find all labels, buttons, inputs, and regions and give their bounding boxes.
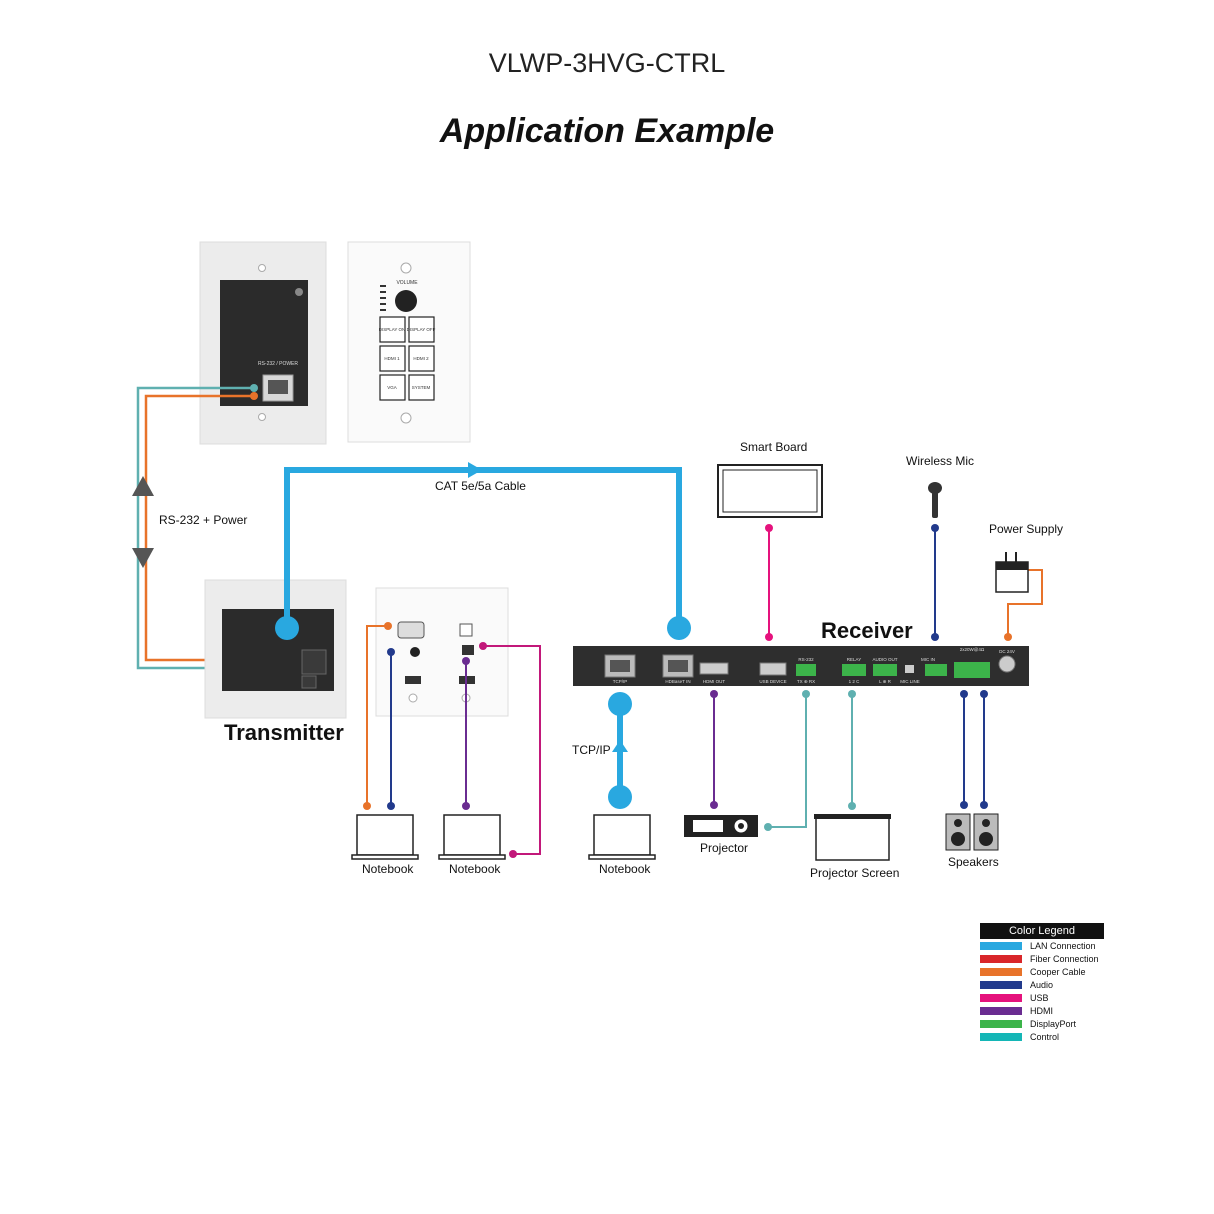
wireless-mic-label: Wireless Mic [906, 454, 974, 468]
control-plate-back [199, 241, 327, 445]
notebook-3-label: Notebook [599, 862, 651, 876]
transmitter-front [375, 587, 509, 717]
btn-display-off[interactable]: DISPLAY OFF [407, 327, 436, 332]
smart-board-icon [717, 464, 823, 518]
notebook-2-icon [438, 814, 506, 860]
transmitter-label: Transmitter [224, 720, 344, 745]
port-rs232: RS-232 [798, 657, 814, 662]
legend-item: Control [980, 1030, 1104, 1043]
wireless-mic-icon [928, 482, 942, 518]
port-usb-device: USB DEVICE [759, 679, 786, 684]
legend-swatch [980, 993, 1022, 1002]
port-speaker-out: 2x20W@4Ω [960, 647, 985, 652]
legend-swatch [980, 1019, 1022, 1028]
btn-vga[interactable]: VGA [387, 385, 397, 390]
power-supply-icon [995, 552, 1029, 593]
port-hdmi-out: HDMI OUT [703, 679, 725, 684]
legend-item: HDMI [980, 1004, 1104, 1017]
notebook-3-icon [588, 814, 656, 860]
speakers-icon [945, 813, 999, 851]
legend-label: Cooper Cable [1030, 966, 1086, 977]
legend-label: DisplayPort [1030, 1018, 1077, 1029]
legend-label: USB [1030, 992, 1049, 1003]
transmitter-back [204, 579, 347, 719]
projector-screen-label: Projector Screen [810, 866, 900, 880]
port-audio-out: AUDIO OUT [872, 657, 897, 662]
legend-swatch [980, 941, 1022, 950]
port-mic-line: MIC LINE [900, 679, 920, 684]
port-rs232-pins: TX ⊕ RX [797, 679, 815, 684]
legend-swatch [980, 954, 1022, 963]
arrow-down-icon [132, 548, 154, 568]
rs232-power-label: RS-232 + Power [159, 513, 248, 527]
legend-item: Audio [980, 978, 1104, 991]
legend-label: Control [1030, 1031, 1060, 1042]
legend-label: Fiber Connection [1030, 953, 1099, 964]
notebook-1-icon [351, 814, 419, 860]
control-plate-front [347, 241, 471, 443]
port-tcpip: TCP/IP [613, 679, 628, 684]
legend-item: Cooper Cable [980, 965, 1104, 978]
cat-cable [284, 467, 682, 628]
volume-label: VOLUME [396, 280, 418, 286]
btn-display-on[interactable]: DISPLAY ON [379, 327, 406, 332]
port-audio-pins: L ⊕ R [879, 679, 892, 684]
tcpip-arrow-icon [612, 740, 628, 752]
port-hdbaset: HDBaseT IN [665, 679, 690, 684]
projector-screen-icon [814, 814, 891, 861]
legend-swatch [980, 967, 1022, 976]
legend-item: DisplayPort [980, 1017, 1104, 1030]
legend-item: LAN Connection [980, 939, 1104, 952]
legend-item: Fiber Connection [980, 952, 1104, 965]
model-name: VLWP-3HVG-CTRL [488, 48, 726, 78]
tcpip-label: TCP/IP [572, 743, 611, 757]
legend-swatch [980, 1006, 1022, 1015]
port-relay-pins: 1 2 C [849, 679, 861, 684]
receiver-device [573, 646, 1029, 686]
speakers-label: Speakers [948, 855, 999, 869]
page-title: Application Example [439, 112, 775, 150]
power-supply-label: Power Supply [989, 522, 1064, 536]
cable-direction-icon [468, 462, 482, 478]
legend-label: Audio [1030, 979, 1054, 990]
legend-item: USB [980, 991, 1104, 1004]
receiver-label: Receiver [821, 618, 913, 643]
port-mic-in: MIC IN [921, 657, 935, 662]
btn-system[interactable]: SYSTEM [412, 385, 431, 390]
notebook-1-label: Notebook [362, 862, 414, 876]
projector-label: Projector [700, 841, 749, 855]
legend-swatch [980, 1032, 1022, 1041]
btn-hdmi-1[interactable]: HDMI 1 [384, 356, 400, 361]
legend-label: HDMI [1030, 1005, 1053, 1016]
notebook-2-label: Notebook [449, 862, 501, 876]
legend-swatch [980, 980, 1022, 989]
rs232-port-label: RS-232 / POWER [258, 361, 298, 367]
projector-icon [684, 815, 758, 837]
port-relay: RELAY [847, 657, 861, 662]
legend-title: Color Legend [980, 923, 1104, 939]
arrow-up-icon [132, 476, 154, 496]
port-dc: DC 24V [999, 649, 1015, 654]
btn-hdmi-2[interactable]: HDMI 2 [413, 356, 429, 361]
legend-label: LAN Connection [1030, 940, 1096, 951]
cat-cable-label: CAT 5e/5a Cable [435, 479, 526, 493]
smart-board-label: Smart Board [740, 440, 808, 454]
